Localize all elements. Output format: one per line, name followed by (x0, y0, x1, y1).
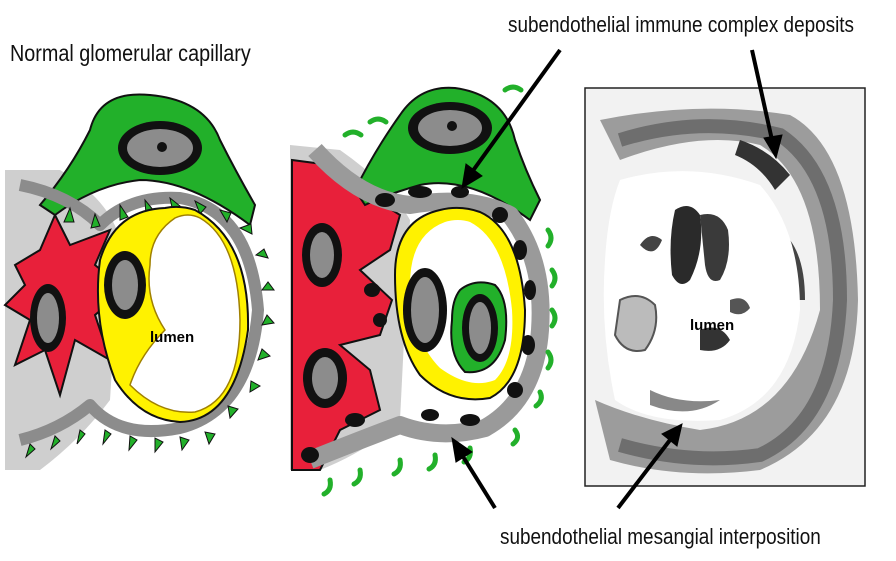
mpgn-capillary-diagram (290, 87, 555, 494)
normal-capillary-diagram: lumen (5, 94, 274, 470)
deposits-label: subendothelial immune complex deposits (508, 12, 854, 38)
normal-capillary-title: Normal glomerular capillary (10, 40, 251, 67)
interposition-label: subendothelial mesangial interposition (500, 524, 821, 550)
electron-micrograph: lumen (585, 88, 865, 486)
lumen-label-right: lumen (690, 317, 734, 334)
lumen-label-left: lumen (150, 329, 194, 346)
